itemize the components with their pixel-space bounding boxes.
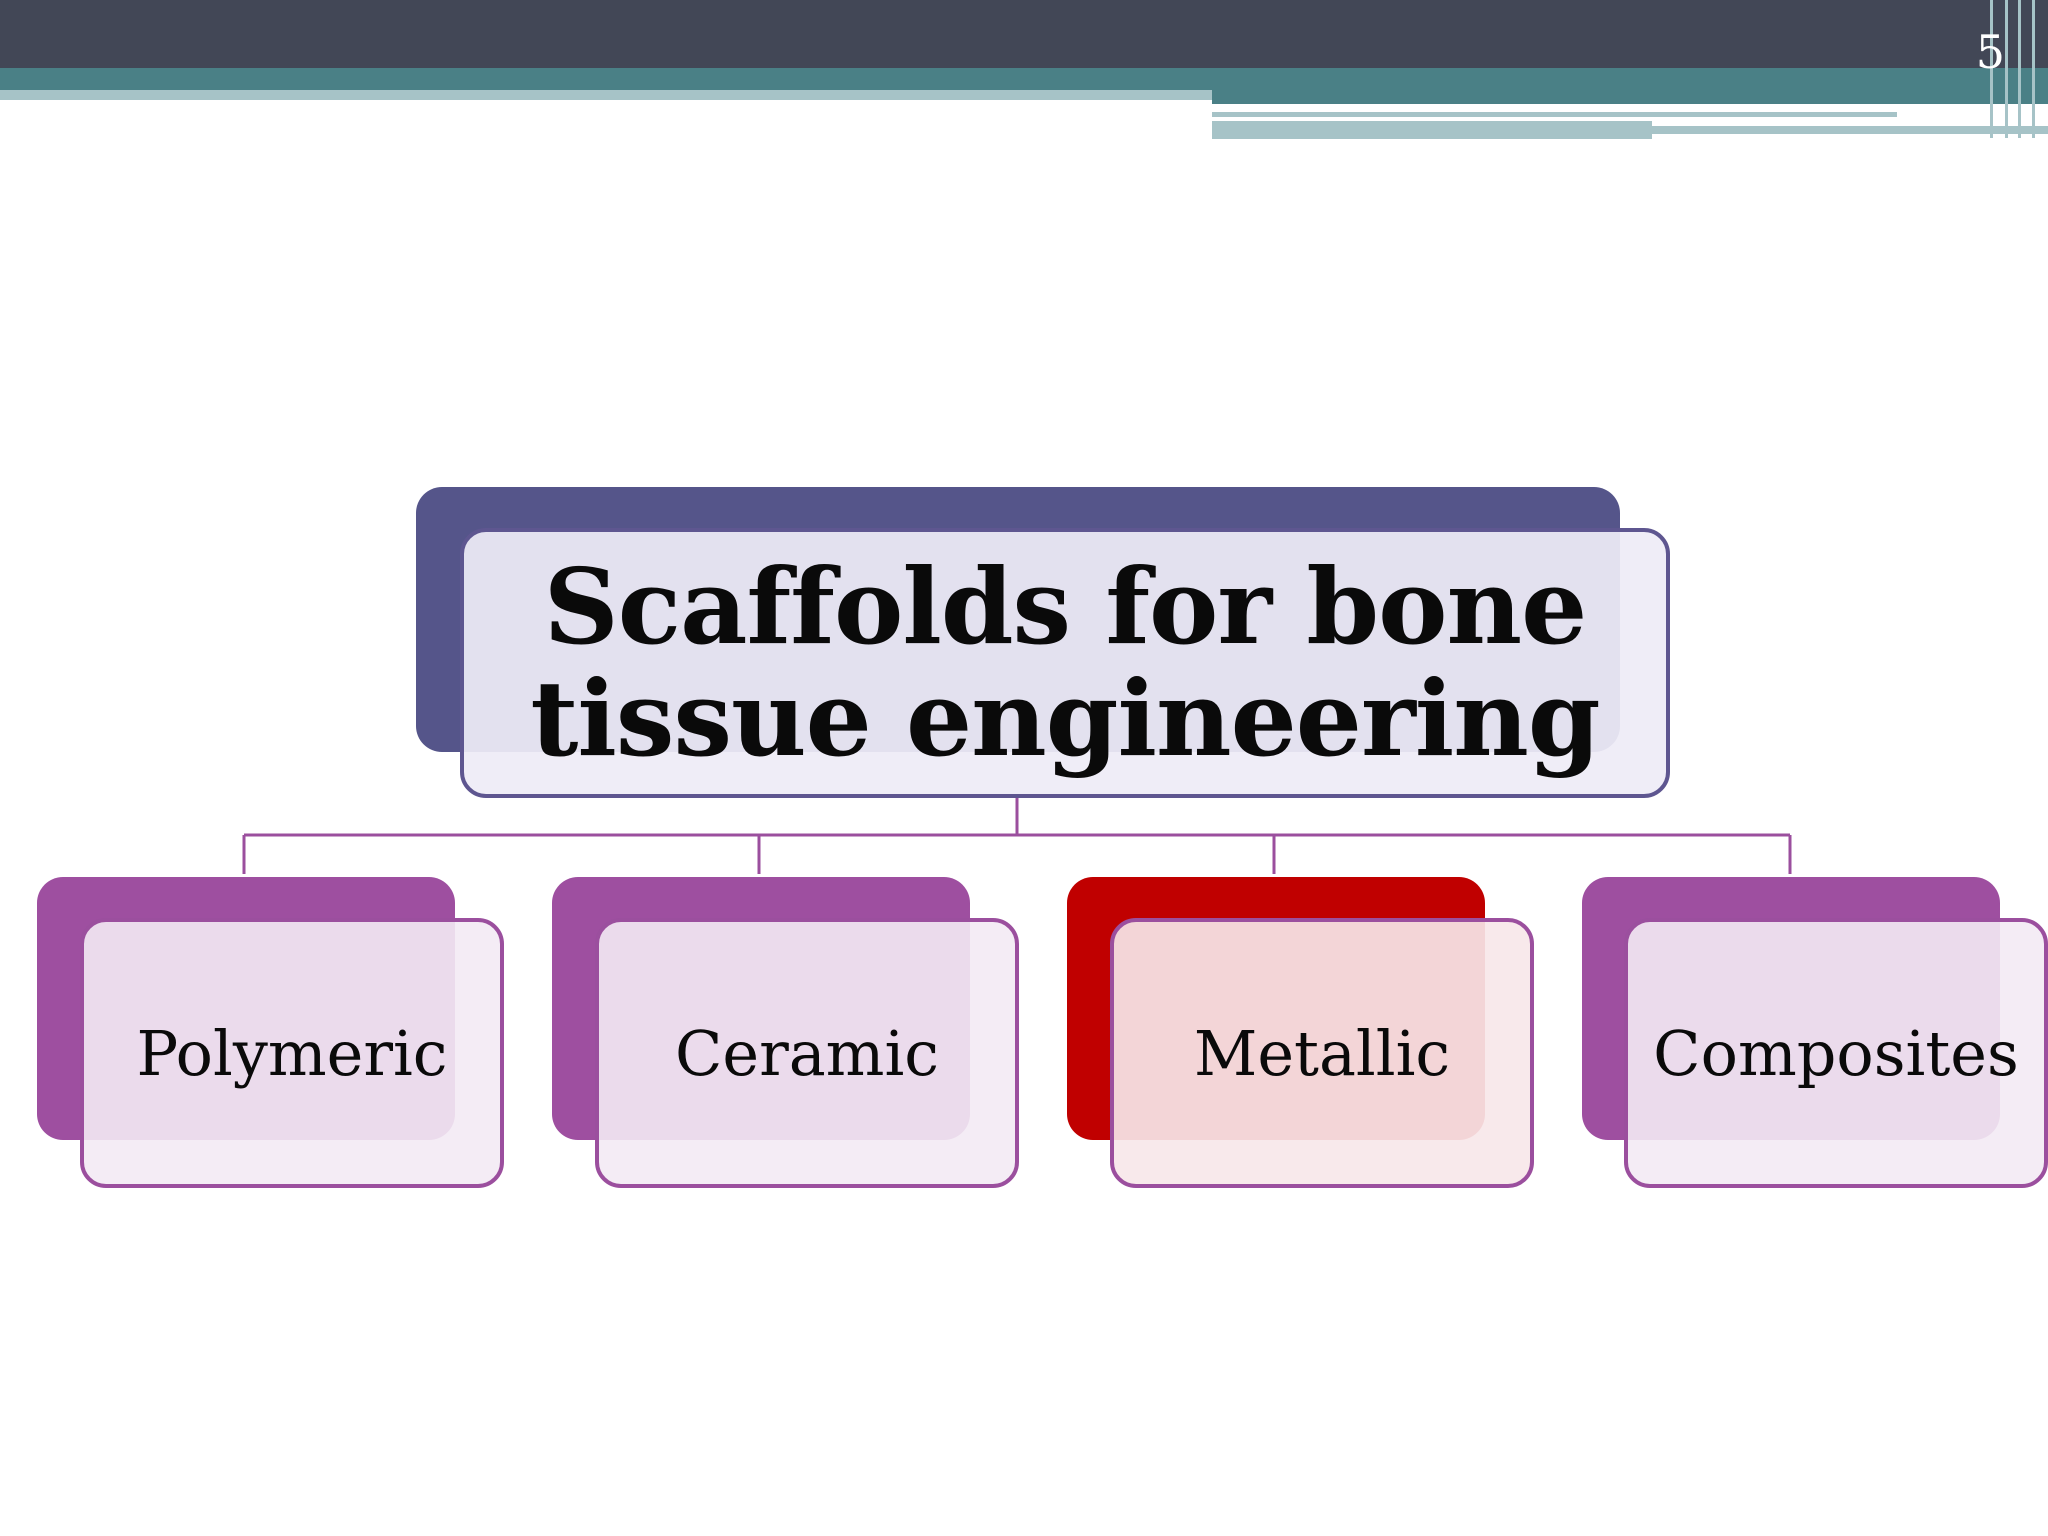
- header-bar-light: [0, 90, 1212, 100]
- header-line: [1212, 112, 1897, 117]
- page-number: 5: [1975, 25, 2005, 79]
- header-bar-teal: [0, 68, 2048, 90]
- header-stripe: [2005, 0, 2008, 138]
- child-node-label: Ceramic: [674, 1016, 940, 1090]
- root-node-label: Scaffolds for bone tissue engineering: [530, 545, 1600, 780]
- header-line: [1652, 126, 2048, 134]
- header-stripe: [1990, 0, 1993, 138]
- child-node-composites: Composites: [1624, 918, 2048, 1188]
- header-bar-dark: [0, 0, 2048, 68]
- child-node-polymeric: Polymeric: [80, 918, 504, 1188]
- header-stripe: [2018, 0, 2021, 138]
- child-node-label: Polymeric: [136, 1016, 448, 1090]
- header-stripe: [2032, 0, 2035, 138]
- root-node: Scaffolds for bone tissue engineering: [460, 528, 1670, 798]
- child-node-ceramic: Ceramic: [595, 918, 1019, 1188]
- child-node-label: Metallic: [1193, 1016, 1451, 1090]
- child-node-metallic: Metallic: [1110, 918, 1534, 1188]
- header-bar-accent: [1212, 90, 2048, 104]
- header-line: [1212, 121, 1652, 139]
- child-node-label: Composites: [1653, 1016, 2019, 1090]
